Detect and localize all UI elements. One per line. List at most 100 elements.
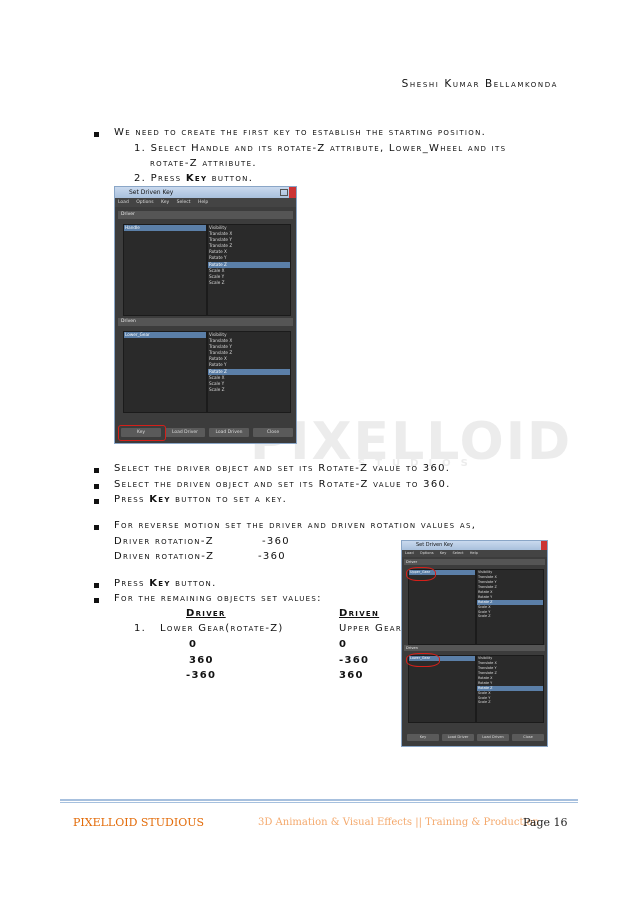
attribute-item[interactable]: Visibility	[209, 332, 227, 337]
attribute-item[interactable]: Rotate X	[478, 589, 493, 594]
attribute-item[interactable]: Rotate Z	[208, 261, 290, 268]
menu-help[interactable]: Help	[197, 200, 209, 205]
driver-object-list[interactable]: Handle	[123, 224, 207, 316]
footer-page-number: Page 16	[523, 816, 568, 829]
menu-load[interactable]: Load	[118, 200, 129, 205]
press-key-key: Key	[149, 494, 171, 505]
attribute-item[interactable]: Rotate Y	[478, 680, 493, 685]
window-menubar: Load Options Key Select Help	[402, 550, 547, 557]
attribute-item[interactable]: Scale Y	[209, 273, 225, 279]
driven-object-name: Upper Gear(rotate-Z)	[339, 623, 461, 634]
driven-value: 360	[339, 670, 364, 681]
attribute-item[interactable]: Rotate Y	[209, 362, 227, 368]
menu-key[interactable]: Key	[161, 200, 170, 205]
list-item[interactable]: Lower_Gear	[124, 332, 206, 339]
attribute-item[interactable]: Translate Y	[478, 579, 497, 584]
attribute-item[interactable]: Translate X	[478, 574, 497, 579]
menu-options[interactable]: Options	[419, 551, 434, 555]
load-driven-button[interactable]: Load Driven	[209, 428, 249, 437]
window-title: Set Driven Key	[416, 542, 453, 548]
key-button-highlight	[118, 425, 166, 441]
attribute-item[interactable]: Translate X	[209, 338, 233, 344]
close-button[interactable]: Close	[512, 734, 544, 741]
press-key-post: button to set a key.	[170, 494, 288, 505]
list-item[interactable]: Handle	[124, 225, 206, 232]
load-driver-button[interactable]: Load Driver	[442, 734, 474, 741]
attribute-item[interactable]: Translate Y	[209, 344, 232, 350]
attribute-item[interactable]: Translate Y	[478, 665, 497, 670]
attribute-item[interactable]: Translate Z	[478, 670, 497, 675]
attribute-item[interactable]: Translate Y	[209, 237, 232, 243]
load-driven-button[interactable]: Load Driven	[477, 734, 509, 741]
driver-value: 360	[189, 655, 214, 666]
set-driven-key-window-small: Set Driven Key Load Options Key Select H…	[401, 540, 548, 747]
step-2-pre: 2. Press	[134, 173, 186, 184]
bullet-marker	[94, 499, 99, 504]
watermark-logo: PIXELLOID	[250, 412, 572, 472]
attribute-item[interactable]: Visibility	[478, 656, 493, 660]
attribute-item[interactable]: Scale X	[209, 267, 225, 273]
bullet-marker	[94, 598, 99, 603]
attribute-item[interactable]: Rotate Y	[478, 594, 493, 599]
attribute-item[interactable]: Scale Z	[478, 614, 491, 619]
attribute-item[interactable]: Scale Z	[209, 279, 225, 285]
attribute-item[interactable]: Scale Z	[478, 700, 491, 705]
attribute-item[interactable]: Visibility	[209, 225, 227, 230]
col-header-driver: Driver	[186, 608, 226, 619]
attribute-item[interactable]: Rotate Z	[208, 368, 290, 375]
maximize-icon[interactable]	[280, 189, 288, 196]
intro-bullet: We need to create the first key to estab…	[114, 127, 487, 138]
attribute-item[interactable]: Rotate X	[209, 249, 227, 255]
attribute-item[interactable]: Translate Z	[209, 350, 233, 356]
close-icon[interactable]	[289, 187, 296, 198]
attribute-item[interactable]: Scale Y	[209, 380, 225, 386]
driver-object-name: Lower Gear(rotate-Z)	[160, 623, 284, 634]
attribute-item[interactable]: Scale X	[478, 604, 491, 609]
menu-select[interactable]: Select	[176, 200, 191, 205]
attribute-item[interactable]: Rotate Y	[209, 255, 227, 261]
list-item[interactable]: Lower_Gear	[409, 656, 475, 661]
attribute-item[interactable]: Rotate X	[478, 675, 493, 680]
attribute-item[interactable]: Visibility	[478, 570, 493, 574]
driver-object-list[interactable]: Upper_Gear	[408, 569, 476, 645]
bullet-marker	[94, 583, 99, 588]
attribute-item[interactable]: Translate Z	[209, 243, 233, 249]
bullet-reverse-motion: For reverse motion set the driver and dr…	[114, 520, 477, 531]
bullet-marker	[94, 468, 99, 473]
attribute-item[interactable]: Scale X	[478, 690, 491, 695]
attribute-item[interactable]: Translate X	[209, 231, 233, 237]
menu-select[interactable]: Select	[452, 551, 464, 555]
step-1-line-2: rotate-Z attribute.	[150, 158, 257, 169]
attribute-item[interactable]: Rotate X	[209, 356, 227, 362]
menu-load[interactable]: Load	[405, 551, 414, 555]
key-button[interactable]: Key	[407, 734, 439, 741]
press-key-post: button.	[170, 578, 217, 589]
load-driver-button[interactable]: Load Driver	[165, 428, 205, 437]
close-button[interactable]: Close	[253, 428, 293, 437]
row-number: 1.	[134, 623, 147, 634]
driver-section-label: Driver	[404, 559, 545, 565]
attribute-item[interactable]: Translate Z	[478, 584, 497, 589]
bullet-marker	[94, 525, 99, 530]
footer-rule	[60, 799, 578, 803]
driven-object-list[interactable]: Lower_Gear	[123, 331, 207, 413]
attribute-item[interactable]: Scale Y	[478, 695, 491, 700]
driven-value: -360	[339, 655, 370, 666]
attribute-item[interactable]: Rotate Z	[477, 599, 543, 605]
menu-options[interactable]: Options	[136, 200, 154, 205]
attribute-item[interactable]: Scale Z	[209, 386, 225, 392]
attribute-item[interactable]: Rotate Z	[477, 685, 543, 691]
key-button[interactable]: Key	[121, 428, 161, 437]
attribute-item[interactable]: Scale X	[209, 374, 225, 380]
list-item[interactable]: Upper_Gear	[409, 570, 475, 575]
menu-help[interactable]: Help	[469, 551, 478, 555]
close-icon[interactable]	[541, 541, 547, 550]
attribute-item[interactable]: Scale Y	[478, 609, 491, 614]
step-1-line-1: 1. Select Handle and its rotate-Z attrib…	[134, 143, 507, 154]
menu-key[interactable]: Key	[439, 551, 447, 555]
attribute-item[interactable]: Translate X	[478, 660, 497, 665]
